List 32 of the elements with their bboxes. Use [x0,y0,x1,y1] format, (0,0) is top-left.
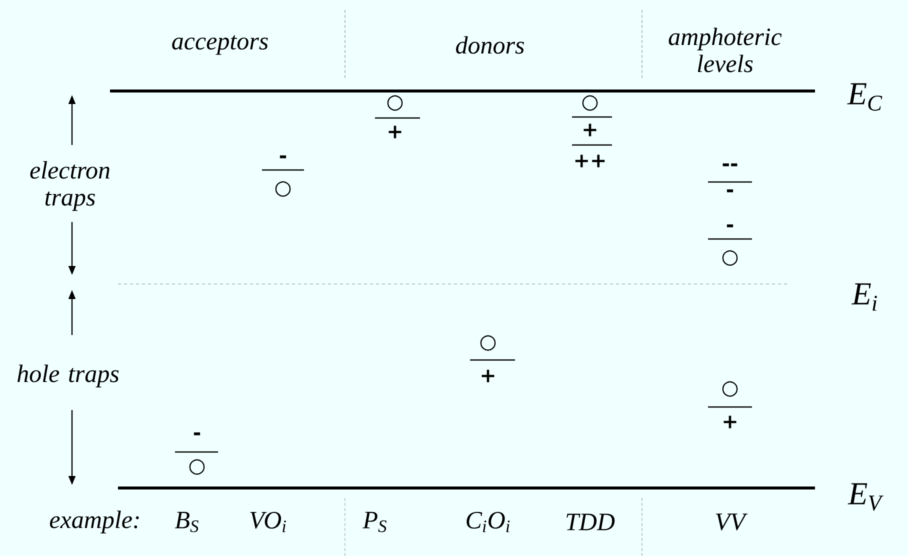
charge-state: ○ [189,459,205,475]
charge-state: ++ [575,154,605,168]
charge-state: + [724,416,736,428]
example-defect: TDD [566,514,615,530]
charge-state: -- [722,163,738,166]
charge-state: ○ [582,95,598,111]
charge-state: - [194,432,200,436]
charge-state: ○ [387,95,403,111]
charge-state: ○ [275,181,291,197]
charge-state: ○ [480,335,496,351]
example-defect: example: [50,510,139,534]
charge-state: + [388,126,402,138]
charge-state: ○ [722,250,738,266]
charge-state: ○ [722,381,738,397]
example-defect: B$_{S}$ [174,512,198,532]
example-defect: VO$_{i}$ [250,512,286,532]
charge-state: + [584,124,596,136]
example-defect: C$_{i}$O$_{i}$ [466,512,510,532]
charge-state: + [482,370,494,382]
charge-state: - [726,189,734,192]
trap-label: electron traps [30,161,110,211]
energy-label: E$_{i}$ [852,283,877,311]
column-heading: donors [456,36,524,54]
energy-label: E$_{V}$ [848,483,884,511]
charge-state: - [726,224,734,228]
column-heading: amphoteric levels [668,28,782,72]
example-defect: P$_{S}$ [362,512,386,532]
example-defect: VV [716,514,748,530]
trap-label: hole traps [18,364,119,388]
column-heading: acceptors [172,35,268,55]
energy-label: E$_{C}$ [847,83,882,111]
charge-state: - [280,155,286,158]
